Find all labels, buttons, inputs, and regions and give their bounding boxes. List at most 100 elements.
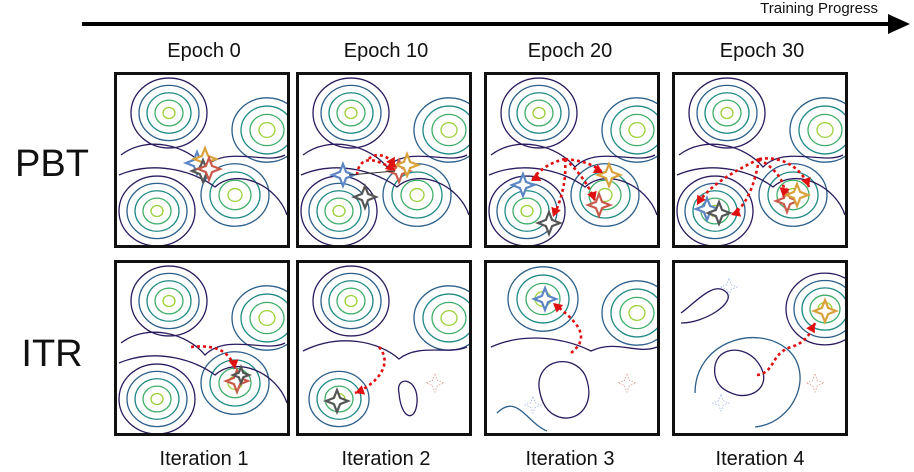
contour-line bbox=[126, 182, 188, 240]
candidate-star-icon bbox=[523, 395, 543, 415]
transition-arrow bbox=[695, 157, 760, 206]
contour-line bbox=[332, 204, 346, 218]
contour-line bbox=[142, 197, 172, 225]
panel-itr-iteration-4 bbox=[672, 260, 848, 436]
contour-line bbox=[154, 99, 184, 127]
contour-line bbox=[785, 272, 845, 346]
contour-plot bbox=[300, 77, 469, 245]
contour-line bbox=[240, 293, 287, 343]
contour-line bbox=[154, 287, 184, 315]
contour-line bbox=[249, 301, 285, 335]
contour-line bbox=[118, 363, 196, 433]
contour-line bbox=[316, 378, 362, 420]
contour-line bbox=[142, 385, 172, 413]
contour-line bbox=[409, 187, 425, 203]
candidate-star-icon bbox=[508, 170, 538, 200]
candidate-star-icon bbox=[772, 186, 802, 216]
transition-arrow bbox=[367, 153, 397, 168]
contour-line bbox=[231, 97, 287, 163]
contour-line bbox=[619, 296, 655, 330]
contour-line bbox=[162, 106, 176, 120]
contour-line bbox=[508, 84, 570, 142]
contour-line bbox=[209, 171, 261, 219]
contour-plot bbox=[680, 272, 845, 428]
panel-itr-iteration-3 bbox=[484, 260, 660, 436]
contour-line bbox=[500, 77, 578, 149]
contour-line bbox=[308, 182, 370, 240]
transition-arrow bbox=[758, 157, 811, 188]
column-title-epoch-20: Epoch 20 bbox=[527, 40, 613, 62]
contour-line bbox=[801, 287, 845, 331]
contour-line bbox=[676, 167, 845, 216]
panel-pbt-epoch-10 bbox=[296, 72, 472, 248]
arrow-head-icon bbox=[551, 206, 561, 217]
contour-line bbox=[714, 349, 765, 397]
contour-line bbox=[440, 309, 458, 327]
contour-line bbox=[488, 167, 657, 216]
contour-line bbox=[130, 265, 208, 337]
contour-line bbox=[516, 92, 562, 134]
contour-line bbox=[496, 405, 548, 432]
contour-plot bbox=[488, 77, 657, 245]
contour-line bbox=[694, 336, 801, 428]
contour-line bbox=[146, 280, 192, 322]
contour-line bbox=[767, 171, 819, 219]
contour-line bbox=[680, 288, 729, 324]
candidate-star-icon bbox=[711, 393, 731, 413]
contour-line bbox=[512, 197, 542, 225]
contour-line bbox=[524, 99, 554, 127]
contour-line bbox=[490, 337, 657, 352]
contour-line bbox=[162, 294, 176, 308]
transition-arrow bbox=[354, 346, 386, 395]
contour-line bbox=[422, 105, 469, 155]
contour-line bbox=[200, 351, 270, 415]
contour-line bbox=[231, 285, 287, 351]
bottom-label-iteration-3: Iteration 3 bbox=[525, 448, 615, 470]
contour-line bbox=[336, 99, 366, 127]
contour-line bbox=[126, 370, 188, 428]
contour-line bbox=[336, 287, 366, 315]
contour-line bbox=[628, 304, 646, 322]
contour-line bbox=[610, 105, 657, 155]
contour-line bbox=[328, 92, 374, 134]
panel-itr-iteration-2 bbox=[296, 260, 472, 436]
contour-line bbox=[118, 355, 287, 404]
candidate-star-icon bbox=[616, 372, 638, 394]
candidate-star-icon bbox=[424, 372, 446, 394]
candidate-star-icon bbox=[534, 208, 564, 238]
contour-line bbox=[793, 279, 845, 339]
bottom-label-iteration-1: Iteration 1 bbox=[159, 448, 249, 470]
contour-line bbox=[120, 331, 286, 356]
contour-line bbox=[397, 380, 418, 417]
candidate-star-icon bbox=[594, 160, 624, 190]
contour-line bbox=[525, 282, 561, 316]
row-label-itr: ITR bbox=[21, 333, 83, 375]
column-title-epoch-30: Epoch 30 bbox=[719, 40, 805, 62]
arrow-head-icon bbox=[888, 14, 910, 34]
arrow-head-icon bbox=[731, 207, 742, 217]
arrow-head-icon bbox=[592, 164, 603, 173]
candidate-star-icon bbox=[530, 284, 560, 314]
contour-line bbox=[227, 187, 243, 203]
contour-line bbox=[320, 272, 382, 330]
arrow-head-icon bbox=[355, 385, 366, 395]
arrow-head-icon bbox=[587, 190, 597, 201]
contour-line bbox=[516, 274, 570, 324]
contour-line bbox=[118, 175, 196, 245]
contour-line bbox=[134, 378, 180, 420]
contour-line bbox=[150, 392, 164, 406]
contour-line bbox=[422, 293, 469, 343]
contour-line bbox=[720, 106, 734, 120]
contour-line bbox=[240, 105, 287, 155]
contour-line bbox=[789, 97, 845, 163]
contour-line bbox=[400, 179, 434, 211]
contour-line bbox=[413, 97, 469, 163]
contour-line bbox=[300, 167, 469, 216]
contour-line bbox=[798, 105, 845, 155]
candidate-star-icon bbox=[229, 363, 253, 387]
contour-line bbox=[610, 288, 657, 338]
contour-line bbox=[431, 301, 467, 335]
bottom-label-iteration-2: Iteration 2 bbox=[341, 448, 431, 470]
contour-plot bbox=[118, 265, 287, 433]
contour-plot bbox=[676, 77, 845, 245]
